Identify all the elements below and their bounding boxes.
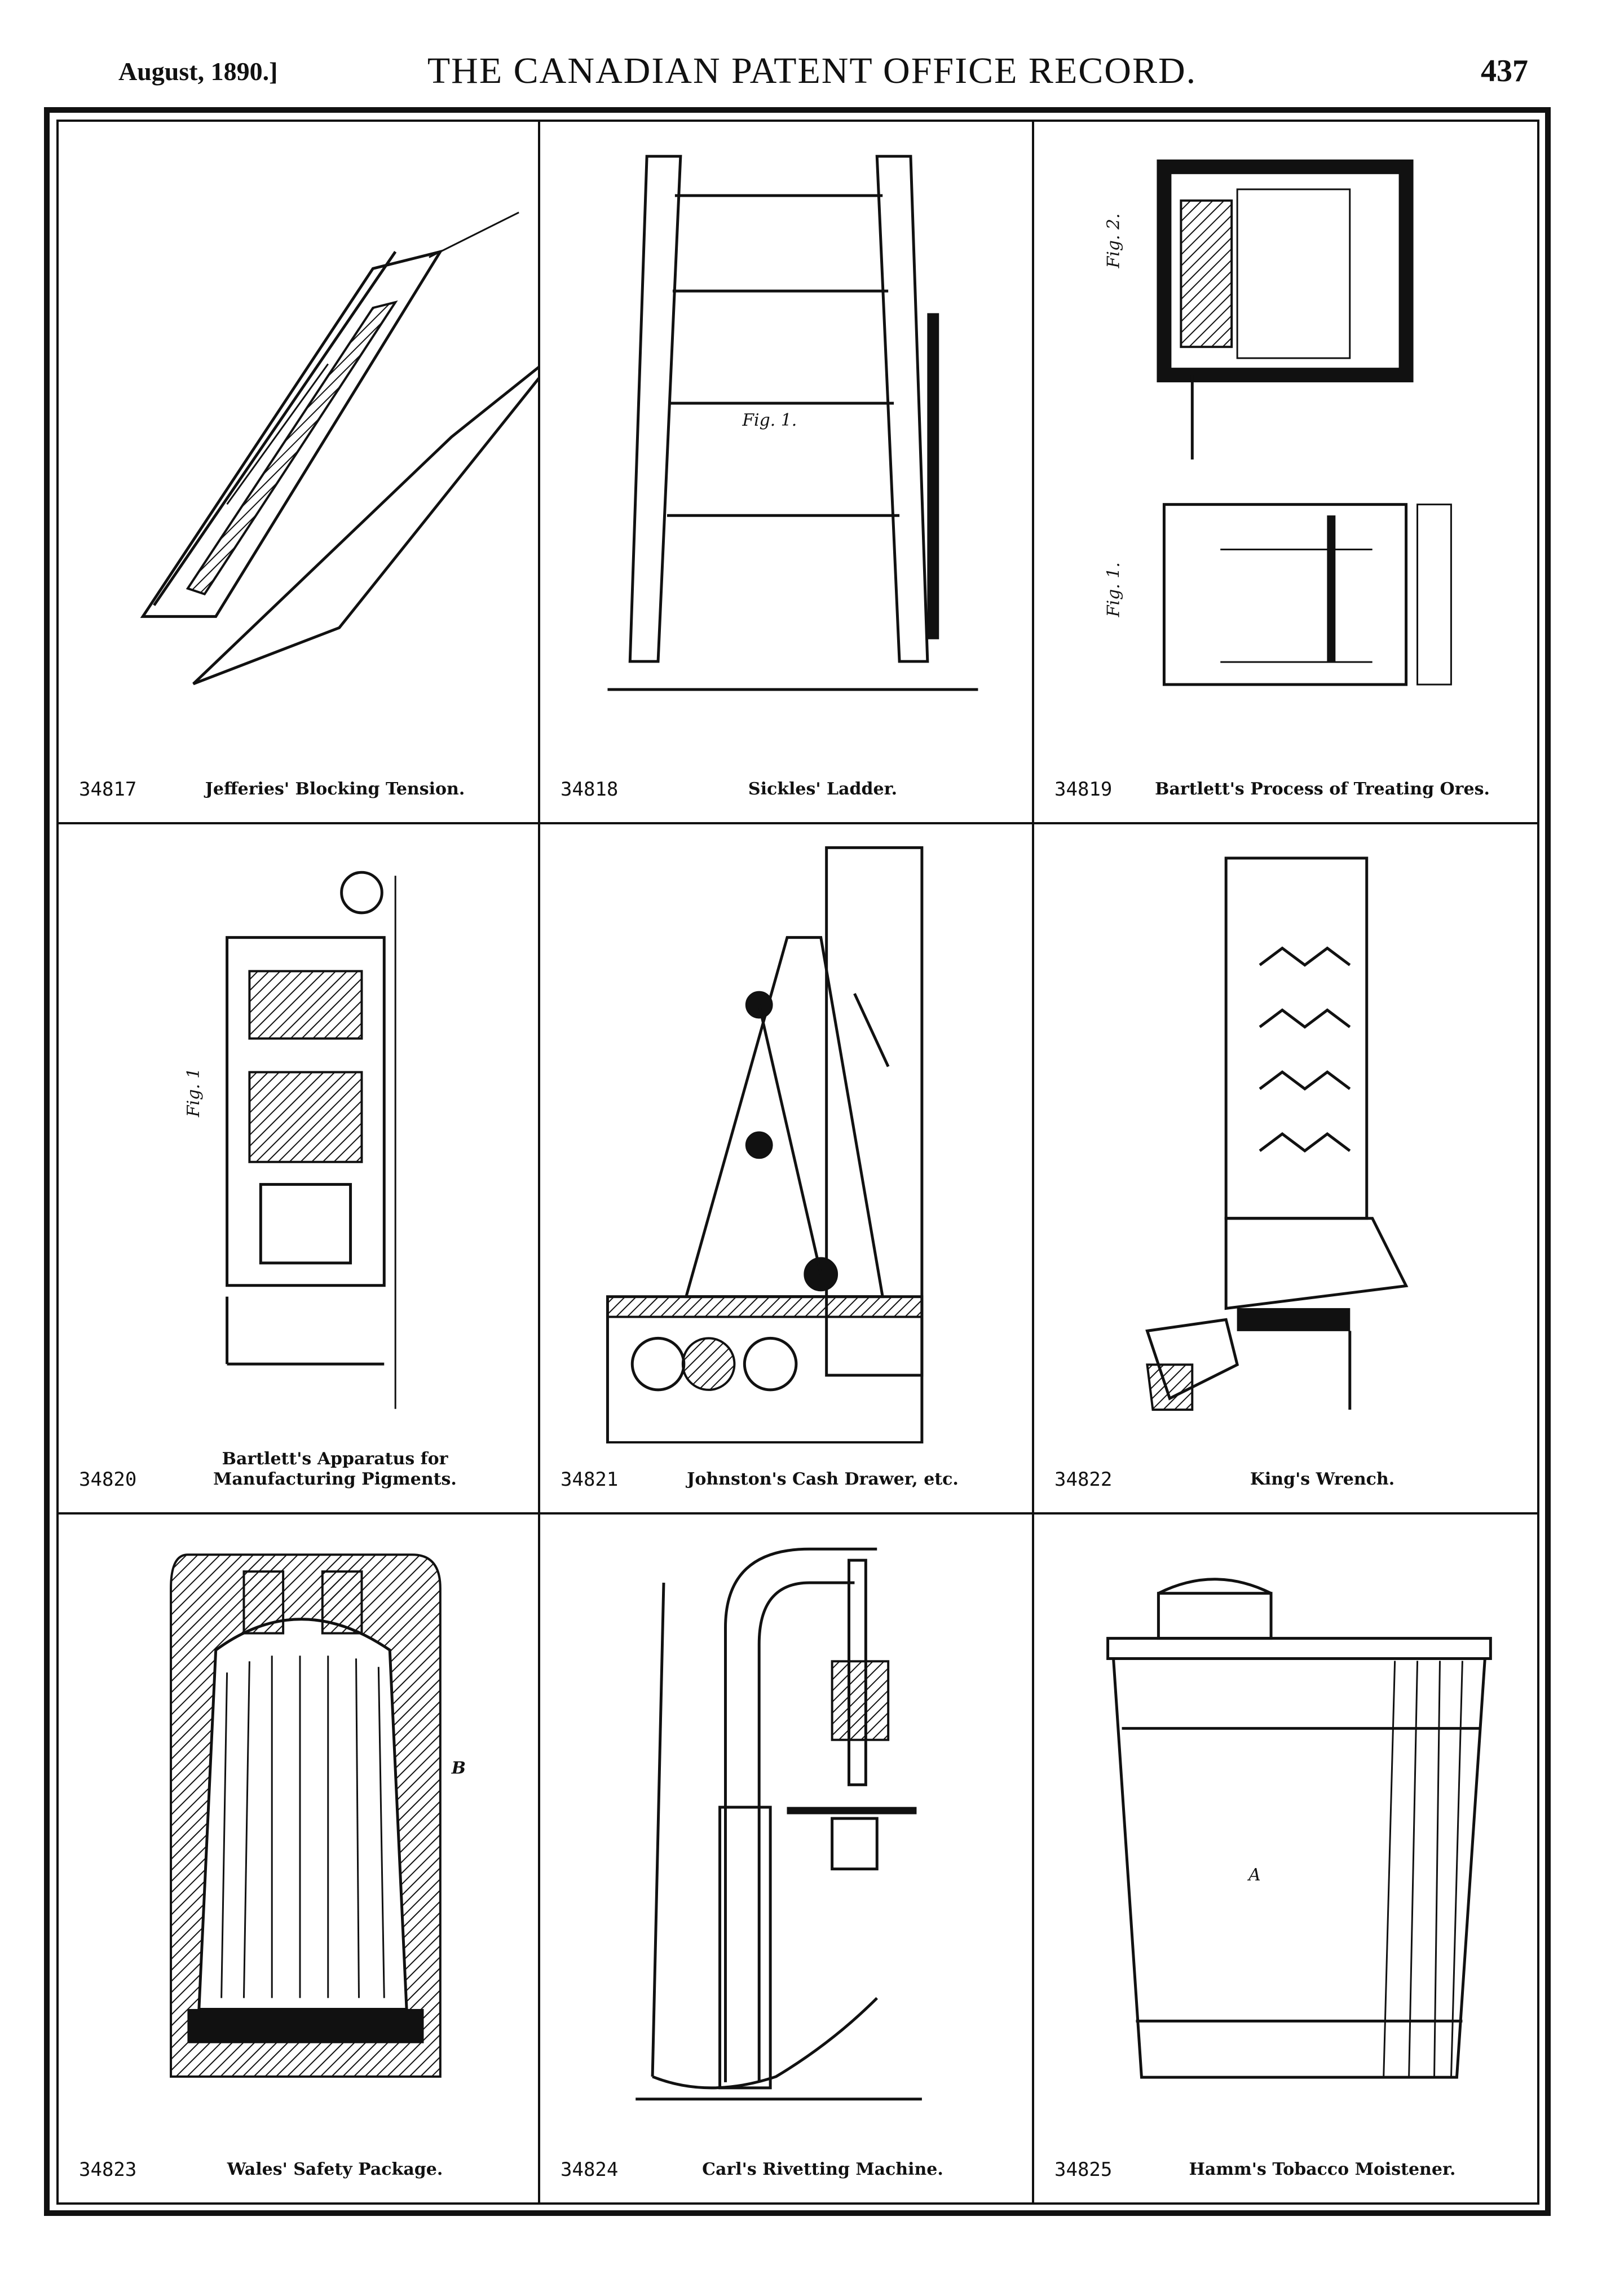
patent-cell-34823: B 34823 Wales' Safety Package. <box>59 1515 540 2202</box>
blocking-tension-illustration <box>140 211 538 686</box>
patent-cell-34820: Fig. 1 34820 Bartlett's Apparatus for Ma… <box>59 824 540 1515</box>
patent-number: 34817 <box>79 778 137 801</box>
page-frame-inner <box>56 120 1539 2205</box>
patent-number: 34825 <box>1054 2158 1113 2181</box>
patent-number: 34821 <box>561 1468 619 1491</box>
tobacco-moistener-illustration: A <box>1106 1578 1492 2079</box>
patent-number: 34820 <box>79 1468 137 1491</box>
patent-number: 34818 <box>561 778 619 801</box>
patent-caption: King's Wrench. <box>1250 1469 1395 1489</box>
issue-date: August, 1890.] <box>118 57 278 86</box>
patent-cell-34818: Fig. 1. 34818 Sickles' Ladder. <box>540 122 1034 824</box>
patent-caption: Jefferies' Blocking Tension. <box>205 779 465 799</box>
patent-caption: Bartlett's Apparatus for Manufacturing P… <box>213 1449 457 1489</box>
patent-caption: Wales' Safety Package. <box>227 2160 443 2179</box>
publication-title: THE CANADIAN PATENT OFFICE RECORD. <box>427 50 1197 91</box>
patent-cell-34821: 34821 Johnston's Cash Drawer, etc. <box>540 824 1034 1515</box>
patent-number: 34822 <box>1054 1468 1113 1491</box>
cash-drawer-illustration <box>606 846 924 1443</box>
page-frame-outer <box>44 107 1551 2216</box>
patent-number: 34824 <box>561 2158 619 2181</box>
ores-fig2-label: Fig. 2. <box>1104 213 1124 268</box>
patent-caption: Bartlett's Process of Treating Ores. <box>1155 779 1490 799</box>
ladder-illustration: Fig. 1. <box>607 154 978 691</box>
patent-caption: Carl's Rivetting Machine. <box>702 2160 943 2179</box>
ladder-figure-label: Fig. 1. <box>742 410 797 430</box>
wrench-illustration <box>1145 856 1409 1411</box>
patent-cell-34822: 34822 King's Wrench. <box>1034 824 1537 1515</box>
patent-number: 34823 <box>79 2158 137 2181</box>
pigment-apparatus-illustration: Fig. 1 <box>184 871 396 1409</box>
patent-caption: Sickles' Ladder. <box>748 779 898 799</box>
package-label: B <box>451 1758 466 1778</box>
patent-caption: Hamm's Tobacco Moistener. <box>1189 2160 1456 2179</box>
patent-cell-34819: Fig. 2. Fig. 1. 34819 Bartlett's Process… <box>1034 122 1537 824</box>
pigments-figure-label: Fig. 1 <box>184 1068 204 1118</box>
patent-number: 34819 <box>1054 778 1113 801</box>
patent-caption: Johnston's Cash Drawer, etc. <box>687 1469 959 1489</box>
ore-process-illustration: Fig. 2. Fig. 1. <box>1104 159 1452 686</box>
moistener-label: A <box>1247 1865 1261 1885</box>
patent-cell-34817: 34817 Jefferies' Blocking Tension. <box>59 122 540 824</box>
patent-grid: 34817 Jefferies' Blocking Tension. Fig. … <box>59 122 1537 2202</box>
ores-fig1-label: Fig. 1. <box>1104 562 1124 617</box>
page-number: 437 <box>1481 54 1528 89</box>
patent-cell-34825: A 34825 Hamm's Tobacco Moistener. <box>1034 1515 1537 2202</box>
safety-package-illustration: B <box>170 1553 466 2078</box>
patent-cell-34824: 34824 Carl's Rivetting Machine. <box>540 1515 1034 2202</box>
page-header: August, 1890.] THE CANADIAN PATENT OFFIC… <box>0 34 1624 113</box>
rivetting-machine-illustration <box>636 1547 922 2101</box>
